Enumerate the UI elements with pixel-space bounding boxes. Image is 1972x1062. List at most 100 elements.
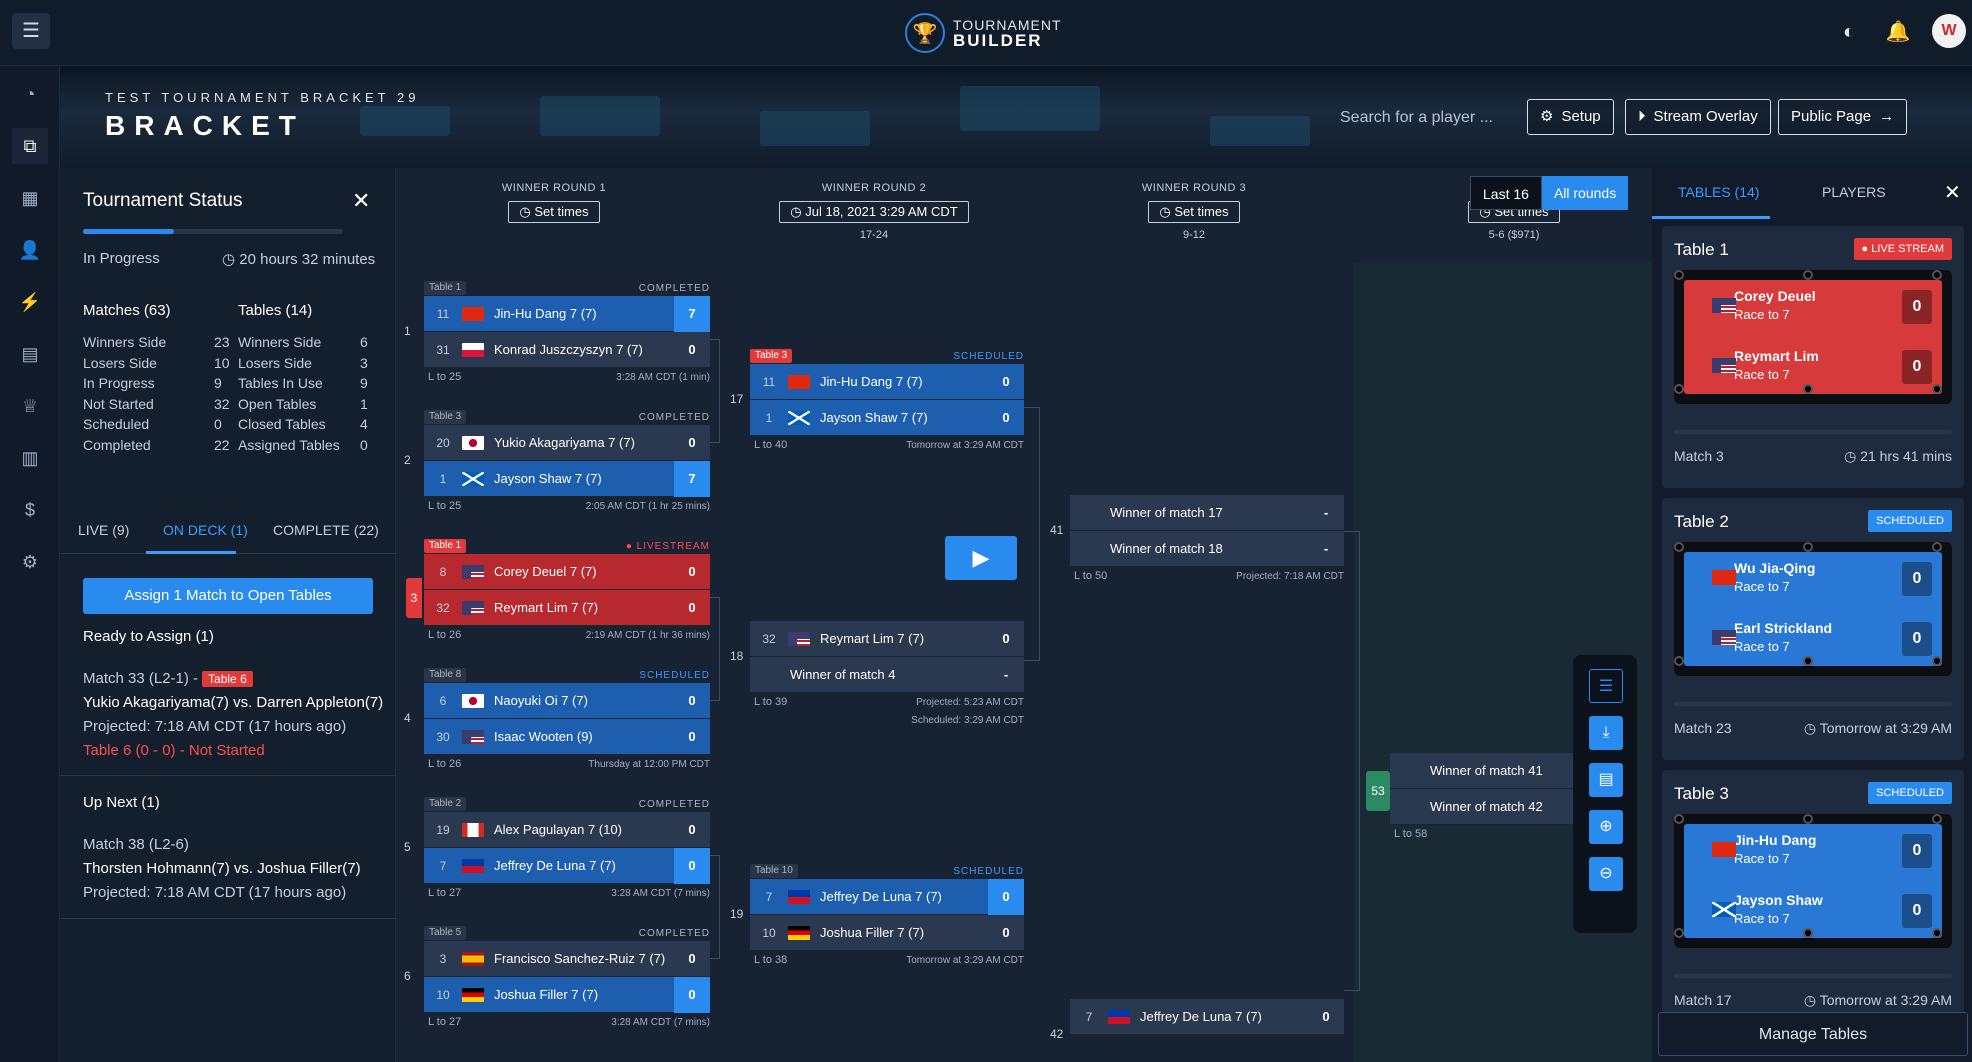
public-page-button[interactable]: Public Page→ (1778, 99, 1908, 135)
zoom-in-icon[interactable]: ⊕ (1589, 810, 1623, 844)
table-card[interactable]: Table 1 ● LIVE STREAM Corey Deuel Race t… (1662, 226, 1964, 488)
player-name: Jayson Shaw 7 (7) (494, 471, 602, 486)
list-icon[interactable]: ☰ (1589, 669, 1623, 703)
table-tag[interactable]: Table 2 (424, 797, 467, 811)
dashboard-icon[interactable]: ◔ (24, 84, 36, 104)
hamburger-menu-icon[interactable]: ☰ (12, 13, 50, 49)
stream-overlay-button[interactable]: ⏵Stream Overlay (1625, 99, 1771, 135)
table-tag[interactable]: Table 1 (424, 539, 467, 553)
grid-icon[interactable]: ▦ (21, 188, 39, 208)
player-row[interactable]: Winner of match 4- (750, 657, 1024, 693)
lightning-icon[interactable]: ⚡ (18, 292, 42, 312)
dollar-icon[interactable]: $ (24, 500, 35, 520)
stat-value: 22 (214, 436, 230, 453)
close-icon[interactable]: ✕ (352, 188, 371, 213)
table-tag[interactable]: Table 8 (424, 668, 467, 682)
zoom-out-icon[interactable]: ⊖ (1589, 857, 1623, 891)
player-name: Reymart Lim 7 (7) (820, 631, 925, 646)
bracket-icon[interactable]: ⧉ (12, 128, 48, 164)
gear-icon[interactable]: ⚙ (21, 552, 39, 572)
table-tag[interactable]: Table 10 (750, 864, 798, 878)
active-tab-indicator (1652, 216, 1770, 219)
player-row[interactable]: Winner of match 18- (1070, 531, 1344, 567)
tab-tables[interactable]: TABLES (14) (1678, 184, 1760, 200)
set-times-button[interactable]: ◷ Set times (508, 201, 600, 223)
tab-complete[interactable]: COMPLETE (22) (273, 522, 379, 538)
table-card[interactable]: Table 3 SCHEDULED Jin-Hu Dang Race to 7 … (1662, 770, 1964, 1032)
app-logo[interactable]: 🏆 TOURNAMENT BUILDER (905, 12, 1062, 54)
chart-icon[interactable]: ▥ (21, 448, 39, 468)
last16-button[interactable]: Last 16 (1470, 176, 1542, 210)
player-name: Jin-Hu Dang (1734, 832, 1817, 848)
bell-icon[interactable]: 🔔 (1885, 21, 1911, 43)
tab-players[interactable]: PLAYERS (1822, 184, 1886, 200)
status-badge: SCHEDULED (1868, 510, 1952, 532)
tab-on-deck[interactable]: ON DECK (1) (163, 522, 248, 538)
download-icon[interactable]: ⤓ (1589, 716, 1623, 750)
table-tag[interactable]: Table 6 (202, 671, 253, 687)
all-rounds-button[interactable]: All rounds (1541, 176, 1629, 210)
set-times-button[interactable]: ◷ Set times (1148, 201, 1240, 223)
pocket (1932, 928, 1942, 938)
stat-label: Open Tables (238, 395, 317, 412)
player-seed: 30 (436, 729, 450, 744)
loser-destination: L to 26 (428, 758, 462, 770)
table-tag[interactable]: Table 3 (424, 410, 467, 424)
player-name: Winner of match 4 (790, 667, 896, 682)
player-search-input[interactable] (1340, 106, 1495, 130)
match-card[interactable]: Winner of match 17-Winner of match 18-L … (1070, 479, 1344, 585)
match-number-badge: 53 (1366, 771, 1390, 811)
tab-live[interactable]: LIVE (9) (78, 522, 130, 538)
theme-toggle-icon[interactable]: ◐ (1842, 21, 1856, 43)
user-icon[interactable]: 👤 (18, 240, 42, 260)
close-icon[interactable]: ✕ (1944, 182, 1961, 204)
setup-button[interactable]: ⚙Setup (1527, 99, 1614, 135)
avatar[interactable]: W (1932, 14, 1966, 48)
flag-icon (462, 471, 484, 486)
manage-tables-button[interactable]: Manage Tables (1658, 1012, 1968, 1056)
table-tag[interactable]: Table 1 (424, 281, 467, 295)
play-icon[interactable]: ▶ (945, 536, 1017, 580)
trophy-icon[interactable]: ♕ (21, 396, 39, 416)
calendar-icon[interactable]: ▤ (21, 344, 39, 364)
player-row[interactable]: Winner of match 17- (1070, 495, 1344, 531)
table-tag[interactable]: Table 3 (750, 349, 793, 363)
table-tag[interactable]: Table 5 (424, 926, 467, 940)
assign-match-button[interactable]: Assign 1 Match to Open Tables (83, 578, 373, 614)
round-places: 9-12 (1182, 229, 1206, 241)
document-icon[interactable]: ▤ (1589, 763, 1623, 797)
round-places: 5-6 ($971) (1488, 229, 1540, 241)
set-times-button[interactable]: ◷ Jul 18, 2021 3:29 AM CDT (779, 201, 969, 223)
table-card[interactable]: Table 2 SCHEDULED Wu Jia-Qing Race to 7 … (1662, 498, 1964, 760)
match-number: 4 (404, 711, 411, 725)
player-score: 0 (1002, 630, 1010, 646)
